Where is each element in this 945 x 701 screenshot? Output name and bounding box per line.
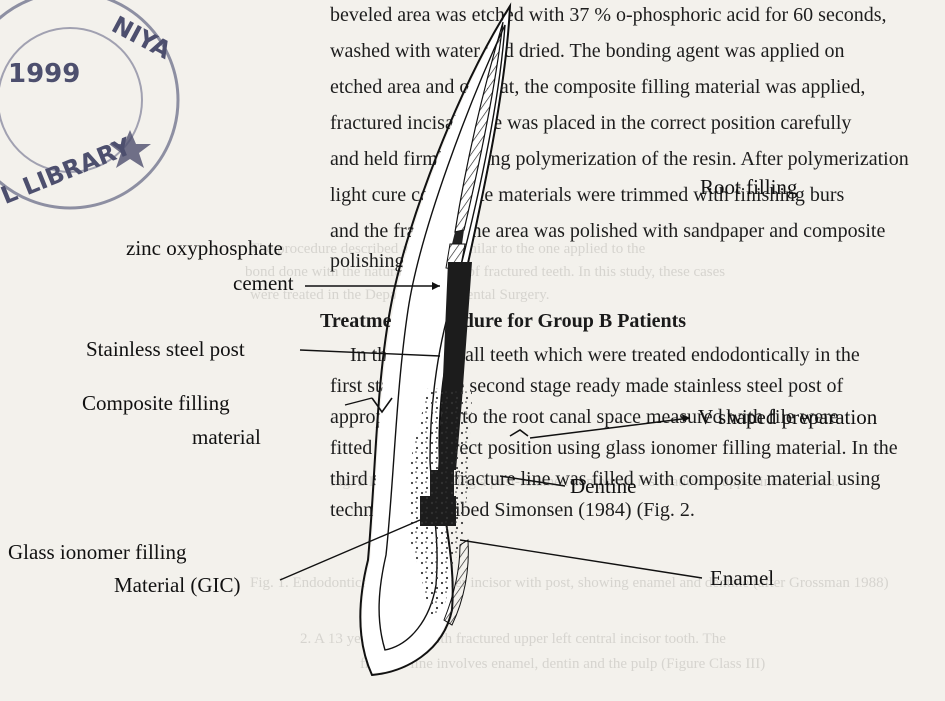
label-stainless-steel-post: Stainless steel post	[86, 337, 245, 362]
label-material: material	[192, 425, 261, 450]
label-v-shaped-preparation: V shaped preparation	[698, 405, 877, 430]
label-glass-ionomer-filling: Glass ionomer filling	[8, 540, 186, 565]
label-root-filling: Root filling	[700, 175, 797, 200]
label-composite-filling: Composite filling	[82, 391, 230, 416]
label-zinc-oxyphosphate: zinc oxyphosphate	[126, 236, 283, 261]
label-cement: cement	[233, 271, 294, 296]
label-dentine: Dentine	[570, 474, 636, 499]
label-material-gic: Material (GIC)	[114, 573, 241, 598]
label-enamel: Enamel	[710, 566, 774, 591]
